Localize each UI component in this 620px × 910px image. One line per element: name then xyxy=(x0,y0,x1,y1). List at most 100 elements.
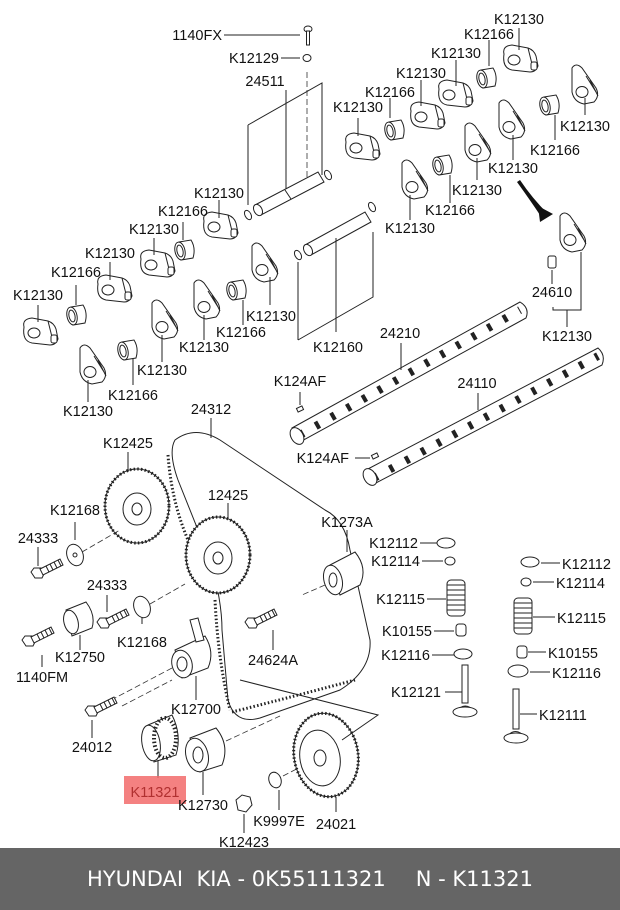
part-label[interactable]: K12114 xyxy=(556,576,605,592)
part-label[interactable]: K12130 xyxy=(63,404,113,420)
part-label[interactable]: 24012 xyxy=(72,740,112,756)
idler-k12730-icon xyxy=(184,715,281,795)
part-label[interactable]: K12112 xyxy=(369,536,418,552)
part-label[interactable]: 24610 xyxy=(532,285,572,301)
part-label[interactable]: K12700 xyxy=(171,702,221,718)
part-label[interactable]: K12130 xyxy=(494,12,544,28)
bolt-1140fx-icon xyxy=(303,25,313,46)
part-label[interactable]: K12112 xyxy=(562,557,611,573)
part-label[interactable]: 24312 xyxy=(191,402,231,418)
part-label[interactable]: K12166 xyxy=(425,203,475,219)
nut-k12423-icon xyxy=(235,794,253,813)
part-label[interactable]: K12130 xyxy=(396,66,446,82)
spacer-icon xyxy=(382,119,405,142)
part-label[interactable]: K12166 xyxy=(365,85,415,101)
part-label[interactable]: K12730 xyxy=(178,798,228,814)
diagram-reference: N - K11321 xyxy=(415,867,533,891)
part-label[interactable]: K12166 xyxy=(464,27,514,43)
part-label[interactable]: K12111 xyxy=(539,708,587,724)
arrow-icon xyxy=(517,180,548,215)
part-label[interactable]: K124AF xyxy=(297,451,350,467)
part-label[interactable]: K9997E xyxy=(253,814,305,830)
part-labels: 1140FX K12129 24511 K12130 K12166 K12130… xyxy=(13,12,611,848)
part-label[interactable]: 12425 xyxy=(208,488,248,504)
part-label[interactable]: K12130 xyxy=(129,222,179,238)
part-label[interactable]: K12130 xyxy=(542,329,592,345)
upper-rocker-shaft-group xyxy=(224,25,333,221)
spring-icon xyxy=(446,579,466,617)
rocker-arm-icon xyxy=(193,279,221,320)
part-label[interactable]: K10155 xyxy=(382,624,432,640)
idler-k12750-icon xyxy=(63,601,94,637)
part-label[interactable]: K12168 xyxy=(117,635,167,651)
part-label[interactable]: K12166 xyxy=(530,143,580,159)
part-label[interactable]: K12130 xyxy=(179,340,229,356)
part-label[interactable]: K12130 xyxy=(85,246,135,262)
collet-icon xyxy=(520,577,532,587)
spring-icon xyxy=(513,597,533,635)
part-label[interactable]: K12121 xyxy=(391,685,441,701)
key-icon xyxy=(295,405,305,413)
detail-rocker-group xyxy=(547,212,587,327)
spacer-icon xyxy=(224,279,247,302)
part-label[interactable]: K12425 xyxy=(103,436,153,452)
cam-sprocket-k12425-icon xyxy=(103,452,171,545)
rocker-arm-icon xyxy=(203,211,239,240)
part-label[interactable]: 24624A xyxy=(248,653,298,669)
bolt-24624a-icon xyxy=(244,608,278,629)
part-number-footer: HYUNDAI KIA - 0K55111321 N - K11321 xyxy=(0,848,620,910)
part-label[interactable]: K12114 xyxy=(371,554,420,570)
rocker-arm-icon xyxy=(410,101,446,130)
highlighted-part-label[interactable]: K11321 xyxy=(131,785,180,801)
part-label[interactable]: K12160 xyxy=(313,340,363,356)
part-label[interactable]: 24333 xyxy=(87,578,127,594)
spacer-icon xyxy=(430,154,453,177)
camshaft-24210-icon xyxy=(289,301,528,445)
spacer-icon xyxy=(474,67,497,90)
part-label[interactable]: K12750 xyxy=(55,650,105,666)
part-label[interactable]: 24021 xyxy=(316,817,356,833)
part-label[interactable]: K10155 xyxy=(548,646,598,662)
part-label[interactable]: K12115 xyxy=(376,592,425,608)
part-label[interactable]: K12115 xyxy=(557,611,606,627)
part-label[interactable]: K12116 xyxy=(381,648,430,664)
part-label[interactable]: K12166 xyxy=(216,325,266,341)
part-label[interactable]: K124AF xyxy=(274,374,327,390)
part-label[interactable]: K12168 xyxy=(50,503,100,519)
part-label[interactable]: K1273A xyxy=(321,515,373,531)
part-label[interactable]: 24511 xyxy=(245,74,284,90)
part-label[interactable]: K12130 xyxy=(246,309,296,325)
part-label[interactable]: K12130 xyxy=(560,119,610,135)
part-label[interactable]: K12130 xyxy=(194,186,244,202)
spacer-icon xyxy=(537,94,560,117)
part-label[interactable]: 1140FX xyxy=(172,28,222,44)
tensioner-k12700-icon xyxy=(114,617,212,700)
retainer-icon xyxy=(436,537,456,549)
part-label[interactable]: 1140FM xyxy=(16,670,68,686)
lower-rocker-shaft-group xyxy=(293,201,377,341)
bolt-24012-icon xyxy=(84,696,118,717)
part-label[interactable]: K12130 xyxy=(431,46,481,62)
part-label[interactable]: K12130 xyxy=(333,100,383,116)
right-rocker-arms xyxy=(345,28,599,222)
valve-k12121-icon xyxy=(452,664,478,718)
adjuster-24610-icon xyxy=(547,255,557,269)
part-label[interactable]: K12130 xyxy=(488,161,538,177)
part-label[interactable]: K12166 xyxy=(158,204,208,220)
camshaft-keys xyxy=(295,392,380,460)
retainer-icon xyxy=(520,556,540,568)
part-label[interactable]: K12129 xyxy=(229,51,279,67)
part-label[interactable]: K12116 xyxy=(552,666,601,682)
part-label[interactable]: 24210 xyxy=(380,326,420,342)
bolt-24333-icon xyxy=(96,608,130,629)
part-label[interactable]: 24110 xyxy=(457,376,496,392)
rocker-arm-icon xyxy=(97,274,133,303)
part-label[interactable]: K12423 xyxy=(219,835,269,848)
part-label[interactable]: K12166 xyxy=(108,388,158,404)
part-label[interactable]: K12130 xyxy=(137,363,187,379)
part-label[interactable]: K12130 xyxy=(452,183,502,199)
part-label[interactable]: K12166 xyxy=(51,265,101,281)
part-label[interactable]: 24333 xyxy=(18,531,58,547)
part-label[interactable]: K12130 xyxy=(13,288,63,304)
part-label[interactable]: K12130 xyxy=(385,221,435,237)
